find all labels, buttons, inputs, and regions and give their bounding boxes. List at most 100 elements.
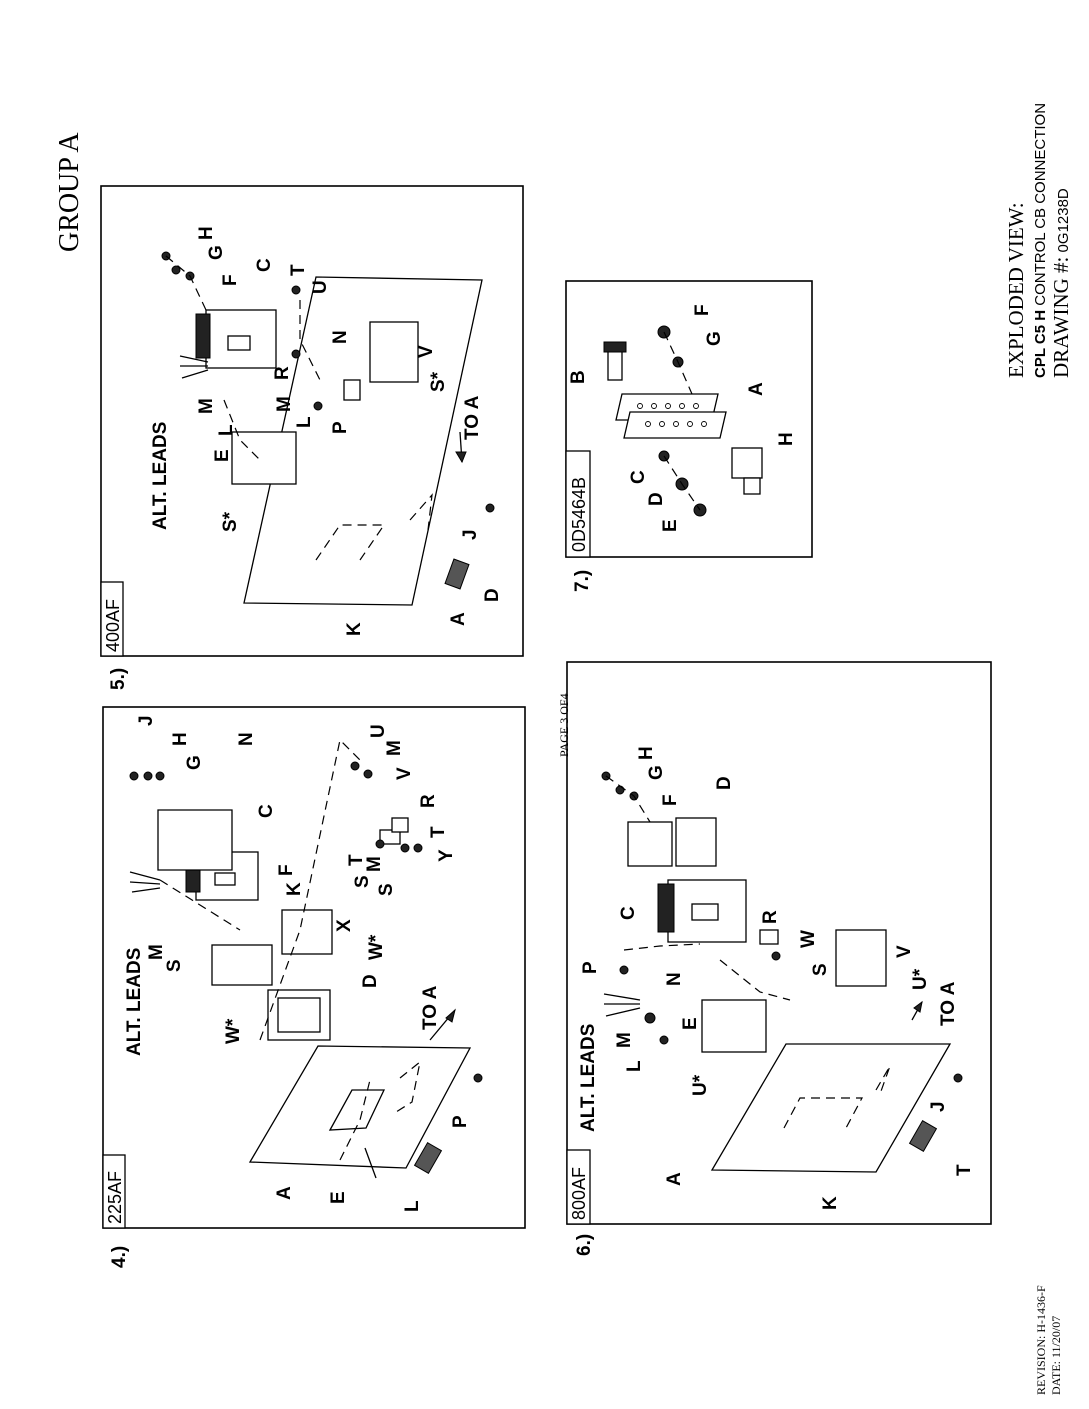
panel-4-label: W* [223, 1018, 244, 1044]
revision-text: REVISION: H-1436-F [1034, 1285, 1048, 1395]
panel-5-label: N [330, 330, 351, 344]
panel-4-label: C [256, 804, 277, 818]
panel-7-lug [731, 447, 763, 479]
panel-4-label: Y [436, 849, 457, 862]
panel-5-label: S* [428, 371, 449, 392]
panel-4-label: A [274, 1186, 295, 1200]
page-number: PAGE 3 OF4 [557, 693, 571, 757]
panel-6-label: R [760, 910, 781, 924]
panel-5-tag: 400AF [103, 599, 123, 652]
panel-4-number: 4.) [109, 1246, 130, 1268]
panel-6-label: G [646, 765, 667, 780]
panel-4-225af: 4.) 225AF [102, 706, 526, 1268]
panel-6-callouts: H G F D C R W S V U* P N E M L U* A K J … [580, 746, 975, 1210]
panel-7-label: H [776, 432, 797, 446]
panel-7-0d5464b: 7.) 0D5464B F G B A H C D E [565, 280, 813, 592]
panel-4-callouts: J H G N C F K M S W* X W* D U M V R T T … [136, 715, 471, 1212]
panel-4-label: K [284, 882, 305, 896]
panel-4-to-a: TO A [420, 985, 441, 1030]
group-title: GROUP A [54, 132, 85, 252]
title-line-2: CPL C5 H CONTROL CB CONNECTION [1032, 103, 1049, 378]
panel-4-label: D [360, 974, 381, 988]
panel-5-label: H [196, 226, 217, 240]
panel-4-label: F [276, 864, 297, 876]
panel-4-label: M [384, 740, 405, 756]
panel-6-800af: 6.) 800AF H [566, 661, 992, 1256]
panel-4-label: N [236, 732, 257, 746]
date-text: DATE: 11/20/07 [1049, 1316, 1063, 1395]
panel-4-label: V [394, 767, 415, 780]
panel-5-label: R [272, 366, 293, 380]
panel-6-mounting-plate [710, 1043, 952, 1173]
panel-6-label: P [580, 961, 601, 974]
panel-5-label: L [216, 424, 237, 436]
panel-6-to-a: TO A [938, 981, 959, 1026]
panel-7-callouts: F G B A H C D E [568, 304, 797, 532]
panel-5-label: S* [220, 511, 241, 532]
panel-7-label: D [646, 492, 667, 506]
panel-7-label: E [660, 519, 681, 532]
panel-7-label: G [704, 331, 725, 346]
panel-4-label: P [450, 1115, 471, 1128]
panel-4-label: M [364, 856, 385, 872]
panel-5-label: D [482, 588, 503, 602]
panel-4-label: W* [366, 934, 387, 960]
panel-6-label: W [798, 930, 819, 948]
panel-6-label: H [636, 746, 657, 760]
panel-7-label: C [628, 470, 649, 484]
panel-4-label: L [402, 1200, 423, 1212]
panel-5-to-a: TO A [462, 395, 483, 440]
panel-5-label: E [212, 449, 233, 462]
panel-7-label: B [568, 370, 589, 384]
panel-4-label: R [418, 794, 439, 808]
panel-4-label: T [428, 826, 449, 838]
panel-5-label: G [206, 245, 227, 260]
panel-5-label: M [274, 396, 295, 412]
panel-4-label: U [368, 724, 389, 738]
panel-5-alt-leads: ALT. LEADS [150, 422, 171, 530]
panel-7-label: F [692, 304, 713, 316]
panel-6-label: U* [690, 1074, 711, 1096]
panel-6-tag: 800AF [569, 1167, 589, 1220]
panel-5-400af: 5.) 400AF H G F [100, 185, 524, 690]
title-block: EXPLODED VIEW: CPL C5 H CONTROL CB CONNE… [1004, 103, 1073, 378]
panel-6-label: L [624, 1060, 645, 1072]
panel-6-label: A [664, 1172, 685, 1186]
panel-4-label: H [170, 732, 191, 746]
panel-6-label: J [928, 1101, 949, 1112]
title-line-1: EXPLODED VIEW: [1004, 202, 1028, 378]
panel-5-label: M [196, 398, 217, 414]
panel-4-label: J [136, 715, 157, 726]
panel-5-mounting-plate [243, 276, 483, 606]
panel-5-label: K [344, 622, 365, 636]
panel-5-label: P [330, 421, 351, 434]
panel-5-number: 5.) [108, 668, 129, 690]
panel-5-label: L [294, 416, 315, 428]
panel-4-label: X [334, 919, 355, 932]
panel-4-label: M [146, 944, 167, 960]
panel-5-label: A [448, 612, 469, 626]
panel-5-label: U [310, 280, 331, 294]
panel-6-number: 6.) [574, 1234, 595, 1256]
panel-7-tag: 0D5464B [569, 477, 589, 552]
panel-6-label: D [714, 776, 735, 790]
panel-4-label: S [376, 883, 397, 896]
panel-4-label: G [184, 755, 205, 770]
panel-6-label: T [954, 1164, 975, 1176]
panel-5-label: J [460, 529, 481, 540]
panel-4-label: S [352, 875, 373, 888]
panel-5-label: C [254, 258, 275, 272]
panel-4-tag: 225AF [105, 1171, 125, 1224]
panel-6-label: K [820, 1196, 841, 1210]
panel-4-label: S [164, 959, 185, 972]
panel-5-label: V [416, 345, 437, 358]
panel-6-alt-leads: ALT. LEADS [578, 1024, 599, 1132]
panel-4-label: T [346, 854, 367, 866]
panel-6-label: E [680, 1017, 701, 1030]
panel-6-label: F [660, 794, 681, 806]
panel-6-label: N [664, 972, 685, 986]
panel-4-alt-leads: ALT. LEADS [124, 948, 145, 1056]
panel-6-label: V [894, 945, 915, 958]
title-line-3: DRAWING #: 0G1238D [1049, 188, 1073, 378]
